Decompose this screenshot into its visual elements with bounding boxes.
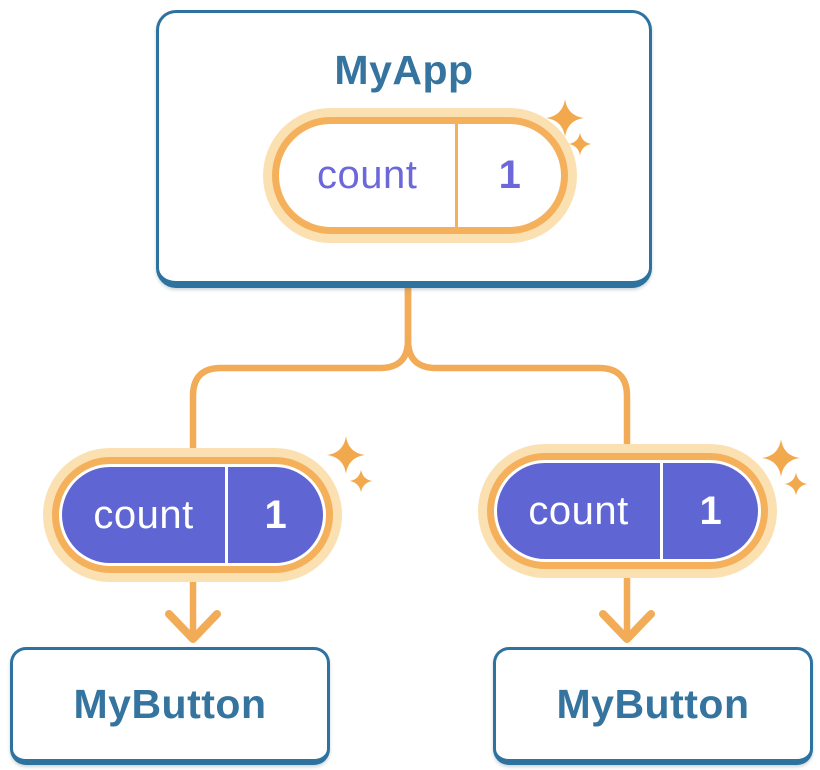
component-title: MyButton	[556, 681, 750, 727]
state-pill-body: count 1	[487, 453, 768, 569]
component-title: MyButton	[73, 681, 267, 727]
state-pill-fill: count 1	[62, 467, 323, 563]
state-label-cell: count	[279, 124, 455, 227]
state-value-cell: 1	[228, 467, 323, 563]
state-value: 1	[699, 488, 722, 533]
pill-divider	[455, 124, 459, 227]
state-value-cell: 1	[663, 463, 758, 559]
arrow-down-icon	[165, 610, 221, 643]
state-value: 1	[498, 153, 521, 197]
state-pill-body: count 1	[52, 457, 333, 573]
state-value-cell: 1	[458, 124, 561, 227]
pill-divider	[660, 463, 664, 559]
state-label-cell: count	[62, 467, 225, 563]
component-card-mybutton-left: MyButton	[10, 647, 330, 765]
state-label: count	[317, 153, 418, 197]
state-label: count	[93, 492, 194, 537]
state-pill-fill: count 1	[497, 463, 758, 559]
state-pill-root: count 1	[263, 108, 577, 243]
component-card-mybutton-right: MyButton	[493, 647, 813, 765]
state-value: 1	[264, 492, 287, 537]
state-label: count	[528, 488, 629, 533]
state-pill-body: count 1	[272, 117, 568, 234]
state-pill-child-left: count 1	[43, 448, 342, 582]
component-title: MyApp	[334, 47, 474, 93]
arrow-down-icon	[599, 610, 655, 643]
state-label-cell: count	[497, 463, 660, 559]
state-pill-child-right: count 1	[478, 444, 777, 578]
